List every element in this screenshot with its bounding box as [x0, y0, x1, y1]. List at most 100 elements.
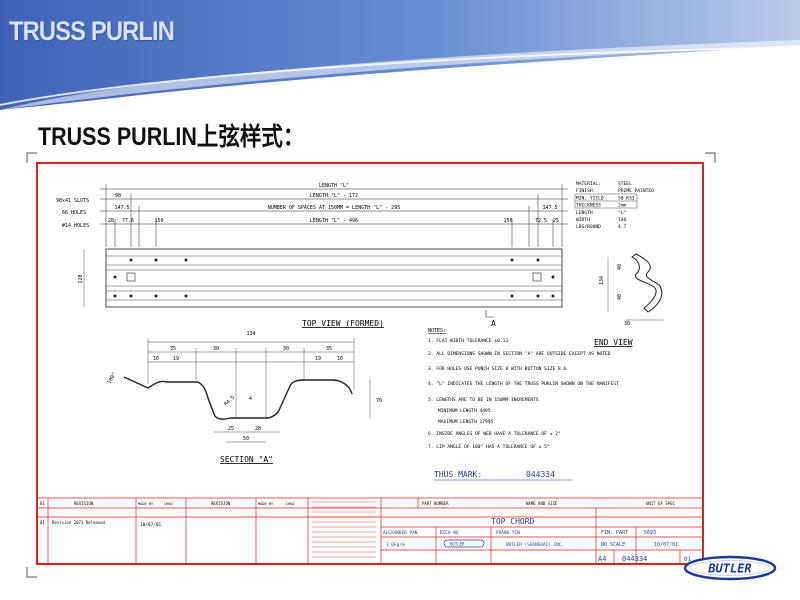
header-banner: TRUSS PURLIN	[0, 0, 800, 110]
dim-147-5-left: 147.5	[114, 205, 129, 211]
dim-147-5-right: 147.5	[542, 205, 557, 211]
note-2: 2. ALL DIMENSIONS SHOWN IN SECTION "A" A…	[428, 351, 611, 357]
material-label: MATERIAL:	[576, 181, 601, 187]
sec-dim-70: 70	[376, 398, 382, 404]
thickness-value: 2mm	[618, 203, 627, 209]
drawing-border	[36, 162, 704, 565]
header-title: TRUSS PURLIN	[9, 16, 175, 46]
tb-job: 5693	[644, 530, 656, 536]
tb-rev-row: Revision 2073 Released	[52, 520, 106, 525]
lbs-label: LBS/ROUND	[576, 224, 601, 230]
sec-dim-16b: 16	[337, 356, 343, 362]
tb-rev: 01	[684, 556, 692, 563]
tb-checked-by: RICH WU	[440, 530, 459, 536]
tb-drawn-by: ALEXANDER PAN	[383, 530, 418, 536]
tb-dwg-no: 044334	[622, 555, 647, 563]
tb-part-number-col: PART NUMBER	[422, 501, 449, 506]
thus-mark-label: THUS MARK:	[434, 470, 482, 479]
corner-mark-top-left	[26, 152, 37, 163]
tb-revision-col-2: REVISION	[211, 501, 231, 506]
dim-length-l2: LENGTH "L" - 496	[310, 218, 358, 224]
dim-length-l1: LENGTH "L" - 172	[310, 193, 358, 199]
note-6: 6. INSIDE ANGLES OF WEB HAVE A TOLERANCE…	[428, 431, 561, 437]
row-label-slots: 98x41 SLOTS	[56, 198, 89, 204]
top-view-plate: 120 A	[78, 248, 563, 328]
sec-dim-19b: 19	[315, 356, 321, 362]
header-swoosh	[0, 0, 800, 110]
tb-part: FIN. PART	[601, 530, 628, 536]
butler-logo: BUTLER	[683, 555, 777, 581]
tb-mini-logo-text: BUTLER	[450, 542, 465, 547]
sec-dim-50: 50	[243, 436, 249, 442]
sec-dim-35b: 35	[326, 346, 332, 352]
tb-rev-number: 01	[40, 520, 45, 525]
note-4: 4. "L" INDICATES THE LENGTH OF THE TRUSS…	[428, 381, 619, 387]
note-3: 3. FOR HOLES USE PUNCH SIZE 8 WITH BUTTO…	[428, 366, 567, 372]
note-5-max: MAXIMUM LENGTH 17995	[438, 419, 494, 425]
note-5-min: MINIMUM LENGTH 4495	[438, 408, 491, 414]
finish-label: FINISH:	[576, 188, 595, 194]
tb-approved-by: FRANK YIN	[496, 530, 520, 536]
length-value: "L"	[618, 210, 626, 216]
title-block: 01 REVISION MADE BY CHKD REVISION MADE B…	[37, 497, 703, 564]
dim-150-left: 150	[154, 218, 163, 224]
tb-chkd-col: CHKD	[164, 502, 173, 506]
length-label: LENGTH	[576, 210, 593, 216]
tb-chkd-col-2: CHKD	[286, 502, 295, 506]
tb-rev-date: 10/07/01	[140, 522, 162, 528]
end-view-label: END VIEW	[594, 338, 633, 347]
width-value: 146	[618, 217, 627, 223]
lbs-value: 4.7	[618, 224, 627, 230]
dim-98: 98	[115, 193, 121, 199]
end-dim-30: 30	[624, 321, 630, 327]
yield-label: MIN. YIELD	[576, 196, 604, 202]
engineering-drawing: LENGTH "L" LENGTH "L" - 172 NUMBER OF SP…	[36, 162, 704, 565]
end-view	[607, 253, 664, 321]
corner-mark-top-right	[705, 152, 716, 163]
end-dim-40a: 40	[617, 264, 623, 270]
tb-title: TOP CHORD	[491, 517, 535, 526]
sec-dim-25: 25	[228, 426, 234, 432]
tb-scale: NO SCALE	[601, 542, 625, 548]
dim-120: 120	[78, 274, 84, 283]
sec-lip-angle: 100°	[107, 372, 118, 385]
tb-unit-col: UNIT OF SPEC	[646, 501, 675, 506]
notes-block: NOTES: 1. FLAT WIDTH TOLERANCE ±0.13 2. …	[428, 328, 619, 450]
tb-weight: 3.0kg/m	[386, 542, 405, 548]
notes-title: NOTES:	[428, 328, 446, 334]
sec-dim-4: 4	[249, 396, 252, 402]
finish-value: PRIME PAINTED	[618, 188, 654, 194]
yield-value: 50 KSI	[618, 196, 635, 202]
tb-made-by-col-2: MADE BY	[258, 502, 274, 506]
top-view-label: TOP VIEW (FORMED)	[302, 319, 384, 328]
section-arrow-label: A	[491, 319, 496, 328]
slide-heading: TRUSS PURLIN上弦样式：	[38, 123, 305, 151]
corner-mark-bottom-left	[26, 567, 37, 578]
tb-rev-col: 01	[40, 501, 45, 506]
tb-date: 10/07/01	[654, 542, 678, 548]
section-a-label: SECTION "A"	[220, 455, 273, 464]
tb-name-size-col: NAME AND SIZE	[526, 501, 558, 506]
sec-dim-134: 134	[246, 331, 255, 337]
dim-77-6: 77.6	[122, 218, 134, 224]
tb-made-by-col: MADE BY	[138, 502, 154, 506]
thus-mark-value: 044334	[526, 470, 555, 479]
section-a-dims	[147, 338, 371, 443]
top-dimensions	[100, 184, 568, 247]
tb-revision-col: REVISION	[74, 501, 94, 506]
tb-mini-logo	[443, 539, 485, 548]
row-label-66-holes: 66 HOLES	[62, 210, 86, 216]
dim-25: 25	[553, 218, 559, 224]
dim-length: LENGTH "L"	[319, 183, 349, 189]
tb-size: A4	[598, 555, 606, 563]
sec-dim-28: 28	[255, 426, 261, 432]
note-5: 5. LENGTHS ARE TO BE IN 150MM INCREMENTS	[428, 397, 539, 403]
end-dim-134: 134	[599, 276, 605, 285]
row-label-14-holes: #14 HOLES	[62, 223, 89, 229]
tb-note-lines	[312, 501, 376, 558]
tb-company: BUTLER (SHANGHAI) INC.	[506, 542, 564, 548]
dim-72-5: 72.5	[535, 218, 547, 224]
sec-dim-30b: 30	[283, 346, 289, 352]
thickness-label: THICKNESS	[576, 203, 601, 209]
dim-28: 28	[108, 218, 114, 224]
